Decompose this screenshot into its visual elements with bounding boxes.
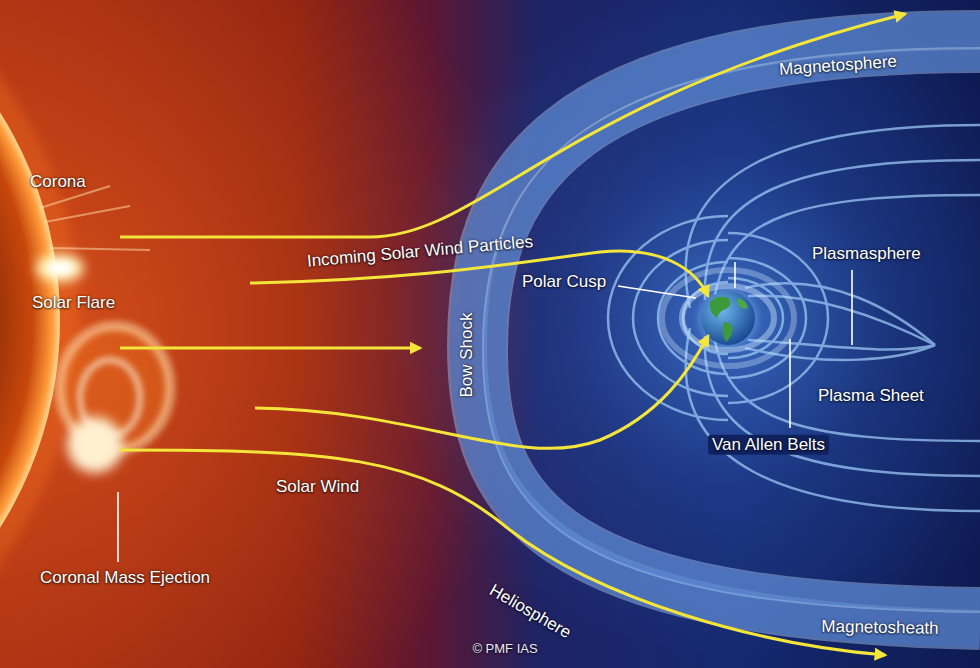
radiation-belt — [662, 270, 794, 366]
bow-shock-band — [467, 30, 980, 630]
region-label: Plasmasphere — [812, 244, 921, 264]
feature-label: Coronal Mass Ejection — [40, 568, 210, 588]
label-anchor: Heliosphere — [486, 580, 575, 643]
watermark: © PMF IAS — [472, 641, 537, 657]
van-allen-belts — [662, 270, 794, 366]
solar-wind-arrows — [120, 14, 905, 655]
leader-lines — [118, 262, 852, 562]
label-anchor: Polar Cusp — [522, 272, 606, 292]
label-anchor: Solar Flare — [32, 293, 115, 313]
sun-disc — [0, 0, 60, 668]
leader-line — [734, 262, 736, 288]
flow-arrow — [120, 347, 420, 350]
tail-field-line — [705, 336, 980, 476]
band-fill — [495, 60, 980, 600]
magnetopause-band — [495, 60, 980, 600]
flow-label: Incoming Solar Wind Particles — [306, 232, 534, 272]
corona-streak — [45, 206, 130, 222]
feature-label: Solar Flare — [32, 293, 115, 313]
flow-label: Solar Wind — [276, 477, 359, 497]
corona-streaks — [40, 186, 150, 250]
band-rim — [495, 60, 980, 600]
label-anchor: Coronal Mass Ejection — [40, 568, 210, 588]
label-anchor: Solar Wind — [276, 477, 359, 497]
leader-line — [789, 339, 791, 428]
leader-line — [851, 270, 853, 345]
label-anchor: Bow Shock — [457, 312, 477, 397]
label-anchor: Incoming Solar Wind Particles — [306, 232, 534, 272]
tail-field-line — [686, 125, 980, 308]
earth-continent — [737, 298, 748, 309]
leader-line — [117, 492, 119, 562]
label-anchor: Plasma Sheet — [818, 386, 924, 406]
region-label: Heliosphere — [486, 580, 575, 643]
label-anchor: Plasmasphere — [812, 244, 921, 264]
region-label: Van Allen Belts — [708, 435, 829, 455]
flow-arrow — [120, 14, 905, 237]
region-label: Bow Shock — [457, 312, 477, 397]
feature-label: Corona — [30, 172, 86, 192]
field-lines — [608, 125, 980, 511]
earth-continent — [723, 322, 733, 342]
sun-glow — [0, 0, 80, 668]
flow-arrow — [120, 450, 885, 655]
label-anchor: © PMF IAS — [472, 639, 537, 657]
leader-line — [618, 286, 696, 298]
region-label: Plasma Sheet — [818, 386, 924, 406]
cme-core — [67, 417, 123, 473]
tail-field-line — [705, 160, 980, 300]
tail-field-line — [686, 328, 980, 511]
region-label: Magnetosheath — [821, 617, 939, 639]
label-anchor: Magnetosphere — [778, 52, 897, 81]
feature-label: Polar Cusp — [522, 272, 606, 292]
flow-arrow — [255, 336, 708, 448]
band-rim — [467, 30, 980, 630]
label-anchor: Magnetosheath — [821, 617, 939, 639]
radiation-belt — [682, 286, 774, 350]
label-anchor: Corona — [30, 172, 86, 192]
tail-field-line — [715, 341, 980, 441]
region-label: Magnetosphere — [778, 52, 897, 81]
corona-streak — [50, 248, 150, 250]
earth-continent — [710, 297, 731, 318]
tail-field-line — [715, 195, 980, 295]
solar-flare-glow — [36, 254, 84, 282]
band-fill — [467, 30, 980, 630]
solar-flare-core — [48, 261, 72, 275]
label-anchor: Van Allen Belts — [708, 435, 829, 455]
